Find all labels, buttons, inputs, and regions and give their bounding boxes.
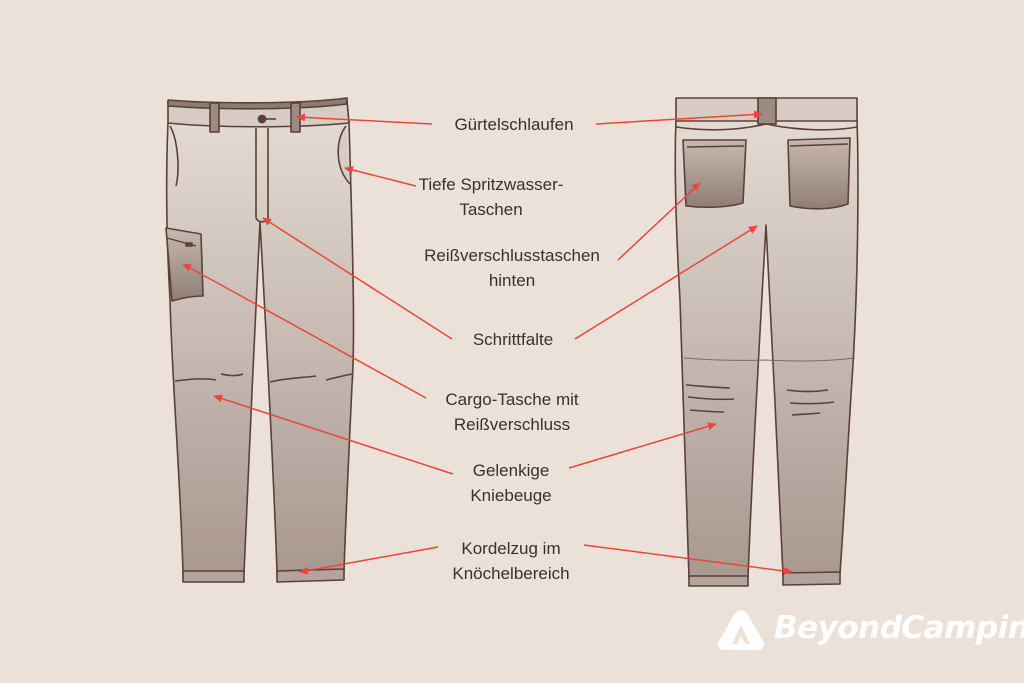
front-knee-left — [174, 373, 244, 382]
label-spritzwasser-line1: Tiefe Spritzwasser- — [418, 175, 564, 194]
brand-name: BeyondCamping — [774, 610, 1024, 646]
front-knee-right — [269, 373, 353, 383]
arrow-schrittfalte-front — [262, 217, 453, 340]
arrow-reissverschlusstaschen — [617, 182, 701, 261]
back-cuff-left — [688, 575, 749, 587]
label-reissverschlusstaschen: Reißverschlusstaschen hinten — [392, 243, 632, 293]
back-pants-body — [674, 119, 859, 579]
label-guertelschlaufen-line1: Gürtelschlaufen — [454, 115, 574, 134]
label-kniebeuge-line1: Gelenkige — [472, 461, 550, 480]
label-cargo-line1: Cargo-Tasche mit — [445, 390, 579, 409]
front-cuff-left — [182, 570, 245, 583]
label-kordelzug-line1: Kordelzug im — [461, 539, 561, 558]
label-cargo: Cargo-Tasche mit Reißverschluss — [392, 387, 632, 437]
tent-logo-icon — [717, 610, 765, 650]
arrow-spritzwasser — [344, 166, 417, 187]
back-knee-folds-right — [786, 389, 835, 416]
back-pocket-left — [682, 139, 747, 209]
label-guertelschlaufen: Gürtelschlaufen — [394, 112, 634, 137]
back-pocket-right — [787, 137, 851, 210]
arrow-kordelzug-front — [299, 546, 439, 575]
label-kordelzug-line2: Knöchelbereich — [452, 564, 570, 583]
arrow-kordelzug-back — [583, 544, 793, 575]
arrow-cargo — [182, 263, 427, 399]
arrow-guertelschlaufen-front — [296, 113, 433, 125]
front-cuff-right — [276, 568, 345, 583]
front-pants — [165, 97, 355, 583]
front-waistband-top — [167, 97, 348, 110]
back-knee-folds-left — [685, 384, 735, 413]
back-cuff-right — [782, 571, 841, 586]
label-reissverschlusstaschen-line2: hinten — [488, 271, 536, 290]
label-reissverschlusstaschen-line1: Reißverschlusstaschen — [424, 246, 600, 265]
front-pocket-left — [169, 125, 179, 187]
arrow-kniebeuge-front — [213, 394, 454, 475]
front-belt-loop-left — [209, 102, 220, 133]
back-knee-panel — [683, 357, 856, 362]
back-belt-loop-center — [757, 97, 777, 125]
beyondcamping-logo: BeyondCamping — [716, 606, 1024, 656]
callout-arrows — [182, 110, 793, 575]
button-icon — [257, 114, 267, 124]
label-cargo-line2: Reißverschluss — [453, 415, 571, 434]
arrow-guertelschlaufen-back — [595, 110, 763, 125]
back-zipper-left — [686, 145, 745, 148]
back-zipper-right — [789, 143, 849, 147]
cargo-zipper-pull — [185, 242, 193, 247]
arrow-kniebeuge-back — [568, 422, 717, 469]
label-schrittfalte: Schrittfalte — [393, 327, 633, 352]
back-pants — [674, 97, 859, 587]
label-schrittfalte-line1: Schrittfalte — [472, 330, 554, 349]
label-kordelzug: Kordelzug im Knöchelbereich — [391, 536, 631, 586]
label-kniebeuge: Gelenkige Kniebeuge — [391, 458, 631, 508]
label-kniebeuge-line2: Kniebeuge — [470, 486, 552, 505]
back-yoke — [675, 123, 858, 131]
label-spritzwasser-line2: Taschen — [459, 200, 523, 219]
front-pants-body — [165, 120, 355, 574]
arrow-schrittfalte-back — [574, 225, 758, 340]
label-spritzwasser: Tiefe Spritzwasser- Taschen — [371, 172, 611, 222]
